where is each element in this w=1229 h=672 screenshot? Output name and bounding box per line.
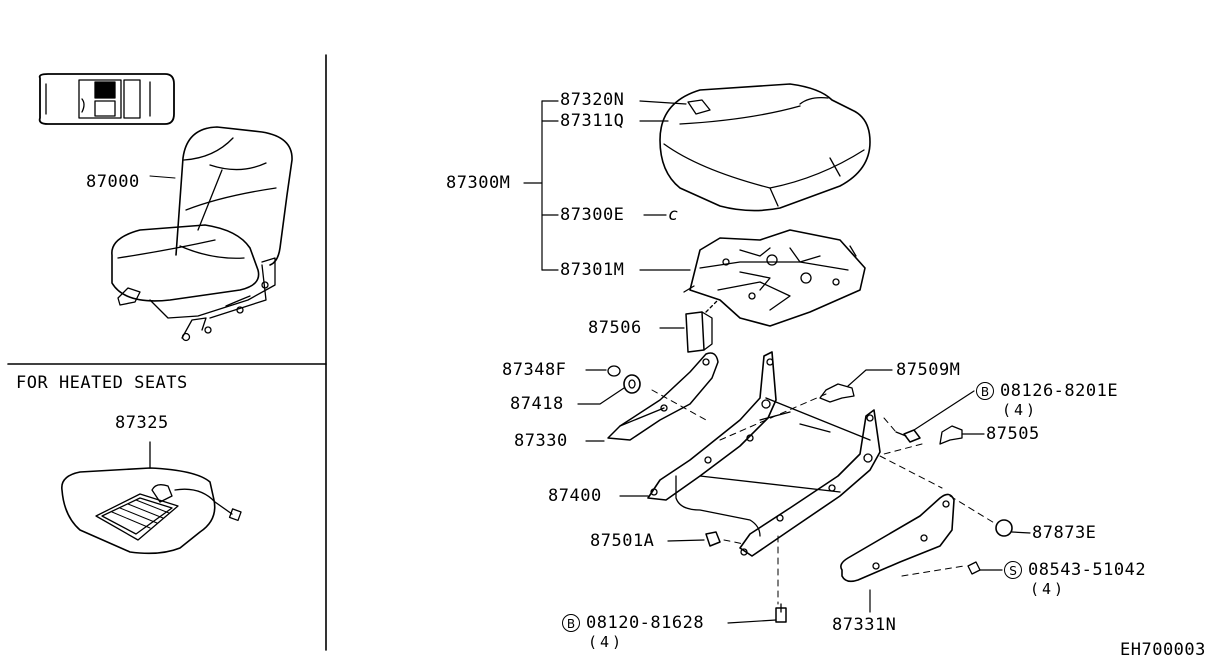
part-label-87505: 87505: [986, 424, 1040, 444]
leader-lines: [523, 100, 1031, 624]
inner-cover-drawing: [607, 352, 719, 441]
part-label-87301M: 87301M: [560, 260, 625, 280]
outer-cover-drawing: [840, 493, 955, 583]
part-label-87325: 87325: [115, 413, 169, 433]
part-label-87501A: 87501A: [590, 531, 655, 551]
seat-cushion-drawing: [659, 83, 871, 212]
fasteners-drawing: [705, 429, 1013, 623]
bolt-badge-icon: B: [562, 614, 580, 632]
part-label-08126-8201E: 08126-8201E: [1000, 381, 1119, 401]
part-label-87331N: 87331N: [832, 615, 897, 635]
part-qty-08543-51042: (4): [1030, 580, 1067, 598]
part-label-87320N: 87320N: [560, 90, 625, 110]
complete-seat-drawing: [111, 126, 293, 342]
part-label-87300E: 87300E: [560, 205, 625, 225]
part-label-87311Q: 87311Q: [560, 111, 625, 131]
part-label-87509M: 87509M: [896, 360, 961, 380]
clip-drawing: [607, 365, 641, 394]
cushion-frame-drawing: [683, 229, 866, 327]
part-label-08120-81628: 08120-81628: [586, 613, 705, 633]
bolt-badge-icon: B: [976, 382, 994, 400]
part-label-87418: 87418: [510, 394, 564, 414]
seat-adjuster-drawing: [647, 351, 881, 557]
heater-pad-drawing: [61, 441, 242, 555]
part-label-87330: 87330: [514, 431, 568, 451]
figure-code: EH700003: [1120, 640, 1206, 660]
part-label-87873E: 87873E: [1032, 523, 1097, 543]
car-locator-icon: [38, 73, 175, 125]
bracket-drawing: [685, 299, 719, 353]
part-mark-87300E: c: [668, 205, 679, 225]
lock-plate-drawing: [819, 383, 963, 445]
part-qty-08126-8201E: (4): [1002, 401, 1039, 419]
part-label-87000: 87000: [86, 172, 140, 192]
screw-badge-icon: S: [1004, 561, 1022, 579]
part-qty-08120-81628: (4): [588, 633, 625, 651]
part-label-87506: 87506: [588, 318, 642, 338]
part-label-87400: 87400: [548, 486, 602, 506]
heated-seats-heading: FOR HEATED SEATS: [16, 373, 188, 393]
part-label-08543-51042: 08543-51042: [1028, 560, 1147, 580]
selected-seat-marker: [94, 81, 116, 99]
assembly-lines: [651, 389, 997, 605]
part-label-87348F: 87348F: [502, 360, 567, 380]
part-label-87300M: 87300M: [446, 173, 511, 193]
